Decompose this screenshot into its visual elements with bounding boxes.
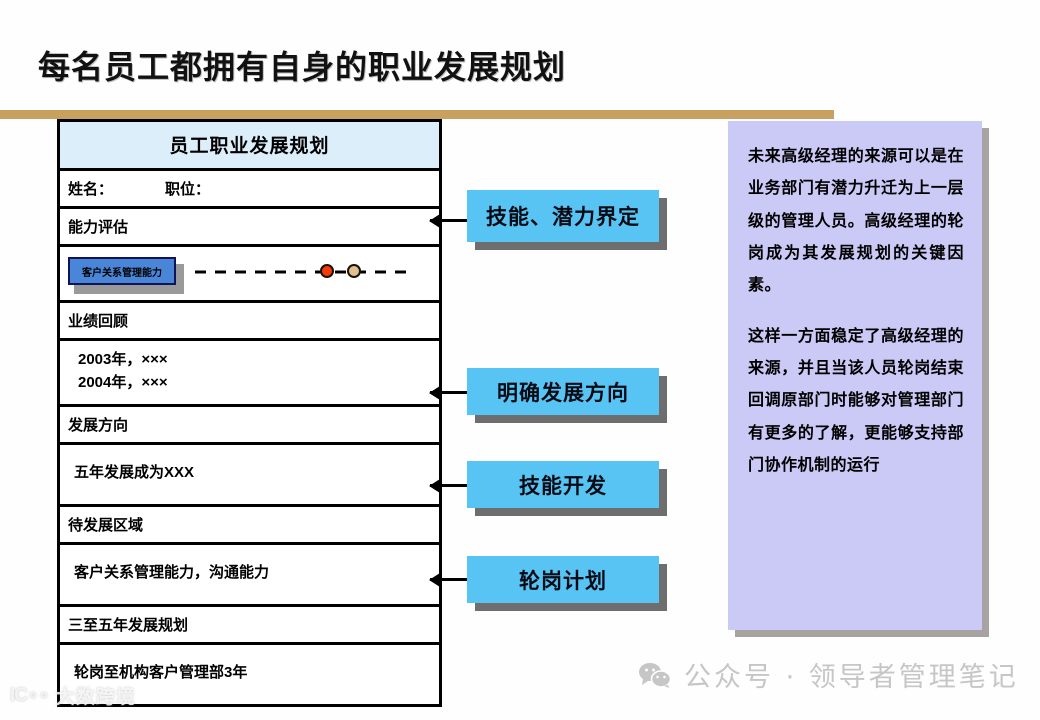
callout-development-direction[interactable]: 明确发展方向 [467, 368, 667, 423]
performance-line-1: 2003年，××× [78, 351, 168, 368]
corner-watermark: IC∘∘ 大数跨境 [10, 682, 136, 709]
capability-chip: 客户关系管理能力 [68, 257, 184, 294]
footer-watermark: 公众号 · 领导者管理笔记 [638, 655, 1019, 694]
performance-line-2: 2004年，××× [78, 373, 168, 391]
dashed-scale-line [195, 270, 415, 274]
current-level-marker-icon [320, 264, 334, 278]
table-row-direction-value: 五年发展成为XXX [60, 445, 439, 507]
table-row-label-performance: 业绩回顾 [60, 303, 439, 341]
table-header-cell: 员工职业发展规划 [60, 122, 439, 171]
position-label: 职位： [165, 181, 211, 198]
table-row-gap-value: 客户关系管理能力，沟通能力 [60, 545, 439, 607]
name-label: 姓名： [68, 181, 114, 198]
capability-chip-label: 客户关系管理能力 [68, 257, 176, 285]
table-row-identity: 姓名： 职位： [60, 171, 439, 209]
callout-label: 轮岗计划 [467, 556, 659, 603]
table-row-rotation-value: 轮岗至机构客户管理部3年 [74, 664, 248, 681]
note-paragraph-2: 这样一方面稳定了高级经理的来源，并且当该人员轮岗结束回调原部门时能够对管理部门有… [748, 327, 964, 474]
connector-arrow-4 [429, 573, 472, 587]
connector-arrow-2 [429, 386, 472, 400]
callout-skill-development[interactable]: 技能开发 [467, 461, 667, 516]
note-paragraph-1: 未来高级经理的来源可以是在业务部门有潜力升迁为上一层级的管理人员。高级经理的轮岗… [748, 148, 964, 295]
callout-label: 明确发展方向 [467, 368, 659, 415]
capability-scale [195, 263, 415, 283]
callout-label: 技能、潜力界定 [467, 190, 659, 242]
page-title: 每名员工都拥有自身的职业发展规划 [38, 49, 567, 85]
connector-arrow-1 [429, 214, 472, 228]
target-level-marker-icon [347, 264, 361, 278]
table-row-label-gap: 待发展区域 [60, 507, 439, 545]
callout-rotation-plan[interactable]: 轮岗计划 [467, 556, 667, 611]
gold-divider-bar [0, 110, 834, 119]
corner-watermark-logo-icon: IC∘∘ [10, 685, 50, 706]
footer-watermark-text: 公众号 · 领导者管理笔记 [684, 662, 1019, 693]
table-row-capability-chart: 客户关系管理能力 [60, 247, 439, 303]
corner-watermark-text: 大数跨境 [55, 687, 136, 708]
callout-skill-potential[interactable]: 技能、潜力界定 [467, 190, 667, 250]
callout-label: 技能开发 [467, 461, 659, 508]
career-plan-table: 员工职业发展规划 姓名： 职位： 能力评估 客户关系管理能力 业绩回顾 2003年… [57, 119, 442, 707]
note-panel: 未来高级经理的来源可以是在业务部门有潜力升迁为上一层级的管理人员。高级经理的轮岗… [728, 121, 982, 630]
connector-arrow-3 [429, 479, 472, 493]
table-row-label-rotation: 三至五年发展规划 [60, 607, 439, 645]
table-row-label-direction: 发展方向 [60, 407, 439, 445]
wechat-icon [639, 662, 672, 688]
table-row-performance-values: 2003年，××× 2004年，××× [60, 341, 439, 407]
table-row-label-capability: 能力评估 [60, 209, 439, 247]
